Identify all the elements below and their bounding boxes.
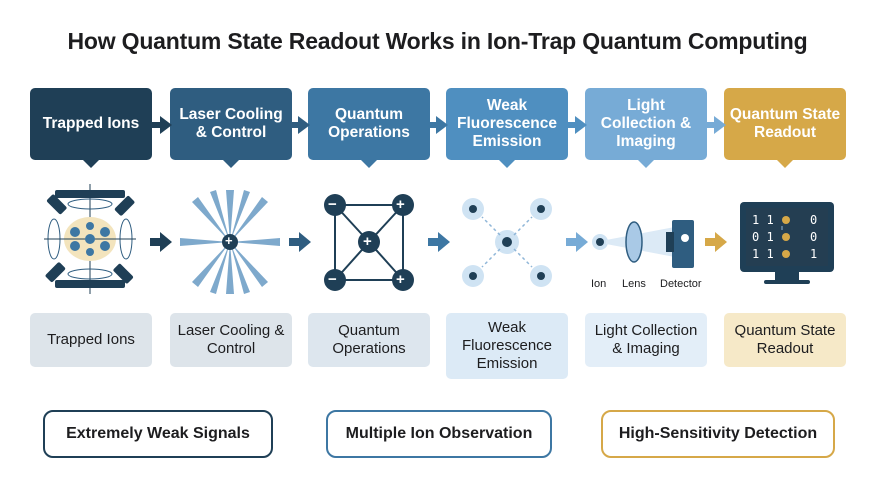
step-light-collection: Light Collection & Imaging (585, 88, 707, 168)
step-trapped-ions: Trapped Ions (30, 88, 152, 168)
minus-sign: − (328, 196, 337, 213)
flow-arrow-icon (288, 116, 310, 134)
step-state-readout: Quantum State Readout (724, 88, 846, 168)
readout-value: 0 (810, 230, 818, 244)
readout-value: 1 (810, 247, 818, 261)
feature-high-sensitivity-detection: High-Sensitivity Detection (601, 410, 835, 458)
flow-arrow-icon (566, 232, 588, 252)
lens-label: Lens (622, 278, 646, 290)
process-illustrations (44, 184, 834, 294)
flow-arrow-icon (565, 116, 587, 134)
readout-bits: 1 1 (752, 247, 774, 261)
flow-arrow-icon (150, 232, 172, 252)
monitor-icon (740, 202, 834, 284)
plus-sign: + (396, 271, 405, 288)
lens-detector-icon (592, 220, 694, 268)
laser-beams-icon (180, 190, 280, 294)
caption-laser-cooling: Laser Cooling & Control (170, 313, 292, 367)
fluorescence-icon (462, 198, 552, 287)
flow-arrow-icon (426, 116, 448, 134)
feature-multiple-ion-observation: Multiple Ion Observation (326, 410, 552, 458)
caption-weak-fluorescence: Weak Fluorescence Emission (446, 313, 568, 379)
flow-arrow-icon (704, 116, 726, 134)
flow-arrow-icon (289, 232, 311, 252)
plus-sign: + (396, 196, 405, 213)
plus-sign: + (225, 233, 233, 248)
flow-arrow-icon (150, 116, 172, 134)
plus-sign: + (363, 233, 372, 250)
readout-bits: 1 1 (752, 213, 774, 227)
flow-arrow-icon (428, 232, 450, 252)
ion-trap-icon (44, 184, 136, 294)
ion-label: Ion (591, 278, 607, 290)
step-weak-fluorescence: Weak Fluorescence Emission (446, 88, 568, 168)
step-laser-cooling: Laser Cooling & Control (170, 88, 292, 168)
caption-state-readout: Quantum State Readout (724, 313, 846, 367)
readout-value: 0 (810, 213, 818, 227)
step-quantum-operations: Quantum Operations (308, 88, 430, 168)
feature-weak-signals: Extremely Weak Signals (43, 410, 273, 458)
readout-bits: 0 1 (752, 230, 774, 244)
caption-trapped-ions: Trapped Ions (30, 313, 152, 367)
minus-sign: − (328, 271, 337, 288)
quantum-network-icon (324, 194, 414, 291)
detector-label: Detector (660, 278, 702, 290)
caption-quantum-operations: Quantum Operations (308, 313, 430, 367)
page-title: How Quantum State Readout Works in Ion-T… (67, 28, 808, 54)
flow-arrow-icon (705, 232, 727, 252)
caption-light-collection: Light Collection & Imaging (585, 313, 707, 367)
